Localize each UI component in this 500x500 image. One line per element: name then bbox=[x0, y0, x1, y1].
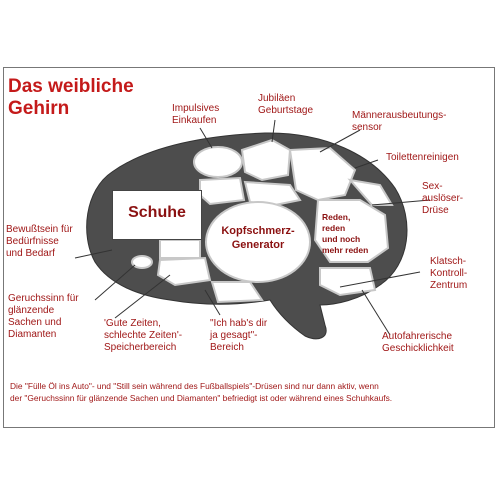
pointer-jubilaen bbox=[271, 119, 276, 143]
schuhe-region-box bbox=[112, 190, 202, 240]
footnote: Die "Fülle Öl ins Auto"- und "Still sein… bbox=[10, 381, 393, 403]
pointer-ichhabs bbox=[204, 289, 221, 316]
pointer-maenner bbox=[319, 129, 361, 153]
label-toilettenreinigen: Toilettenreinigen bbox=[386, 152, 459, 163]
label-maennerausbeutungssensor: Männerausbeutungs- sensor bbox=[352, 110, 447, 133]
label-geruchssinn: Geruchssinn für glänzende Sachen und Dia… bbox=[8, 293, 79, 340]
pointer-bewusstsein bbox=[74, 249, 113, 259]
region-right-upper bbox=[347, 178, 394, 206]
region-maenner bbox=[288, 146, 357, 202]
label-impulsives-einkaufen: Impulsives Einkaufen bbox=[172, 103, 220, 126]
label-jubilaen-geburtstage: Jubiläen Geburtstage bbox=[258, 93, 314, 116]
pointer-klatsch bbox=[339, 271, 421, 288]
region-kopfschmerz bbox=[205, 201, 311, 283]
label-sex-ausloeser-druese: Sex- auslöser- Drüse bbox=[422, 181, 464, 216]
diagram-title: Das weibliche Gehirn bbox=[8, 76, 134, 119]
region-right-lower bbox=[319, 267, 377, 297]
label-bewusstsein: Bewußtsein für Bedürfnisse und Bedarf bbox=[6, 224, 73, 259]
pointer-sex bbox=[371, 199, 431, 206]
region-top-left bbox=[199, 176, 246, 206]
region-geruchssinn-spot bbox=[131, 255, 153, 269]
label-klatsch-kontroll-zentrum: Klatsch- Kontroll- Zentrum bbox=[430, 256, 468, 291]
pointer-gute-zeiten bbox=[114, 274, 171, 319]
pointer-toiletten bbox=[354, 159, 379, 169]
kopfschmerz-generator-label: Kopfschmerz- Generator bbox=[221, 225, 295, 251]
label-autofahrerische-geschicklichkeit: Autofahrerische Geschicklichkeit bbox=[382, 331, 454, 354]
label-ich-habs-dir: "Ich hab's dir ja gesagt"- Bereich bbox=[210, 318, 268, 353]
region-center-small bbox=[243, 180, 302, 207]
pointer-autofahrer bbox=[361, 289, 391, 336]
region-impulsives bbox=[193, 146, 243, 178]
label-gute-zeiten: 'Gute Zeiten, schlechte Zeiten'- Speiche… bbox=[104, 318, 183, 353]
region-left-mid bbox=[159, 239, 201, 259]
region-lower-middle bbox=[210, 281, 264, 304]
pointer-impulsives bbox=[199, 127, 213, 149]
region-reden bbox=[313, 199, 390, 263]
pointer-geruchssinn bbox=[94, 264, 136, 301]
reden-label: Reden, reden und noch mehr reden bbox=[322, 212, 369, 255]
schuhe-label: Schuhe bbox=[128, 204, 186, 221]
